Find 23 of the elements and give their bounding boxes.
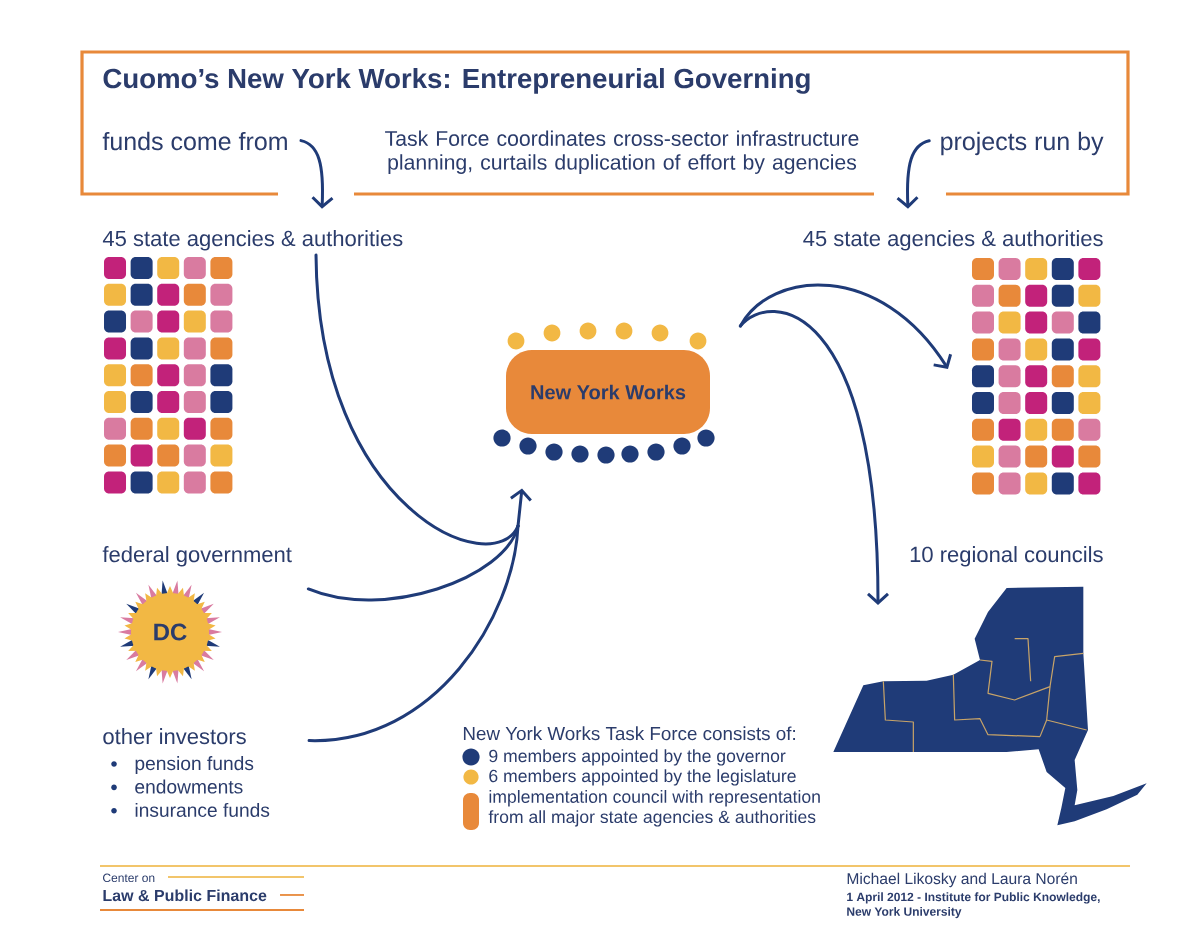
list-item: pension funds (135, 756, 254, 774)
heading: 45 state agencies & authorities (803, 230, 1103, 251)
legend-text: implementation council with representation from all major state agencies & authorities (488, 789, 820, 827)
label-text: funds come from (102, 131, 287, 151)
arrow (738, 283, 953, 369)
heading: 45 state agencies & authorities (102, 230, 403, 251)
arrow (299, 139, 334, 209)
sun-badge: DC (118, 580, 222, 684)
list-item: insurance funds (135, 802, 270, 817)
heading: other investors (103, 728, 246, 745)
title: Cuomo’s New York Works: Entrepreneurial Governing (103, 68, 810, 94)
label-text: projects run by (941, 131, 1104, 156)
arrow (738, 310, 889, 605)
heading: federal government (102, 546, 292, 567)
list-item: endowments (135, 779, 243, 794)
footer-text: Law & Public Finance (103, 889, 267, 902)
legend-title: New York Works Task Force consists of: (463, 726, 795, 741)
legend-text: 6 members appointed by the legislature (489, 769, 796, 786)
legend-text: 9 members appointed by the governor (489, 749, 786, 766)
arrow (896, 139, 931, 209)
rounded-box: New York Works (506, 350, 710, 434)
square-grid (972, 258, 1101, 495)
heading: 10 regional councils (910, 546, 1103, 567)
